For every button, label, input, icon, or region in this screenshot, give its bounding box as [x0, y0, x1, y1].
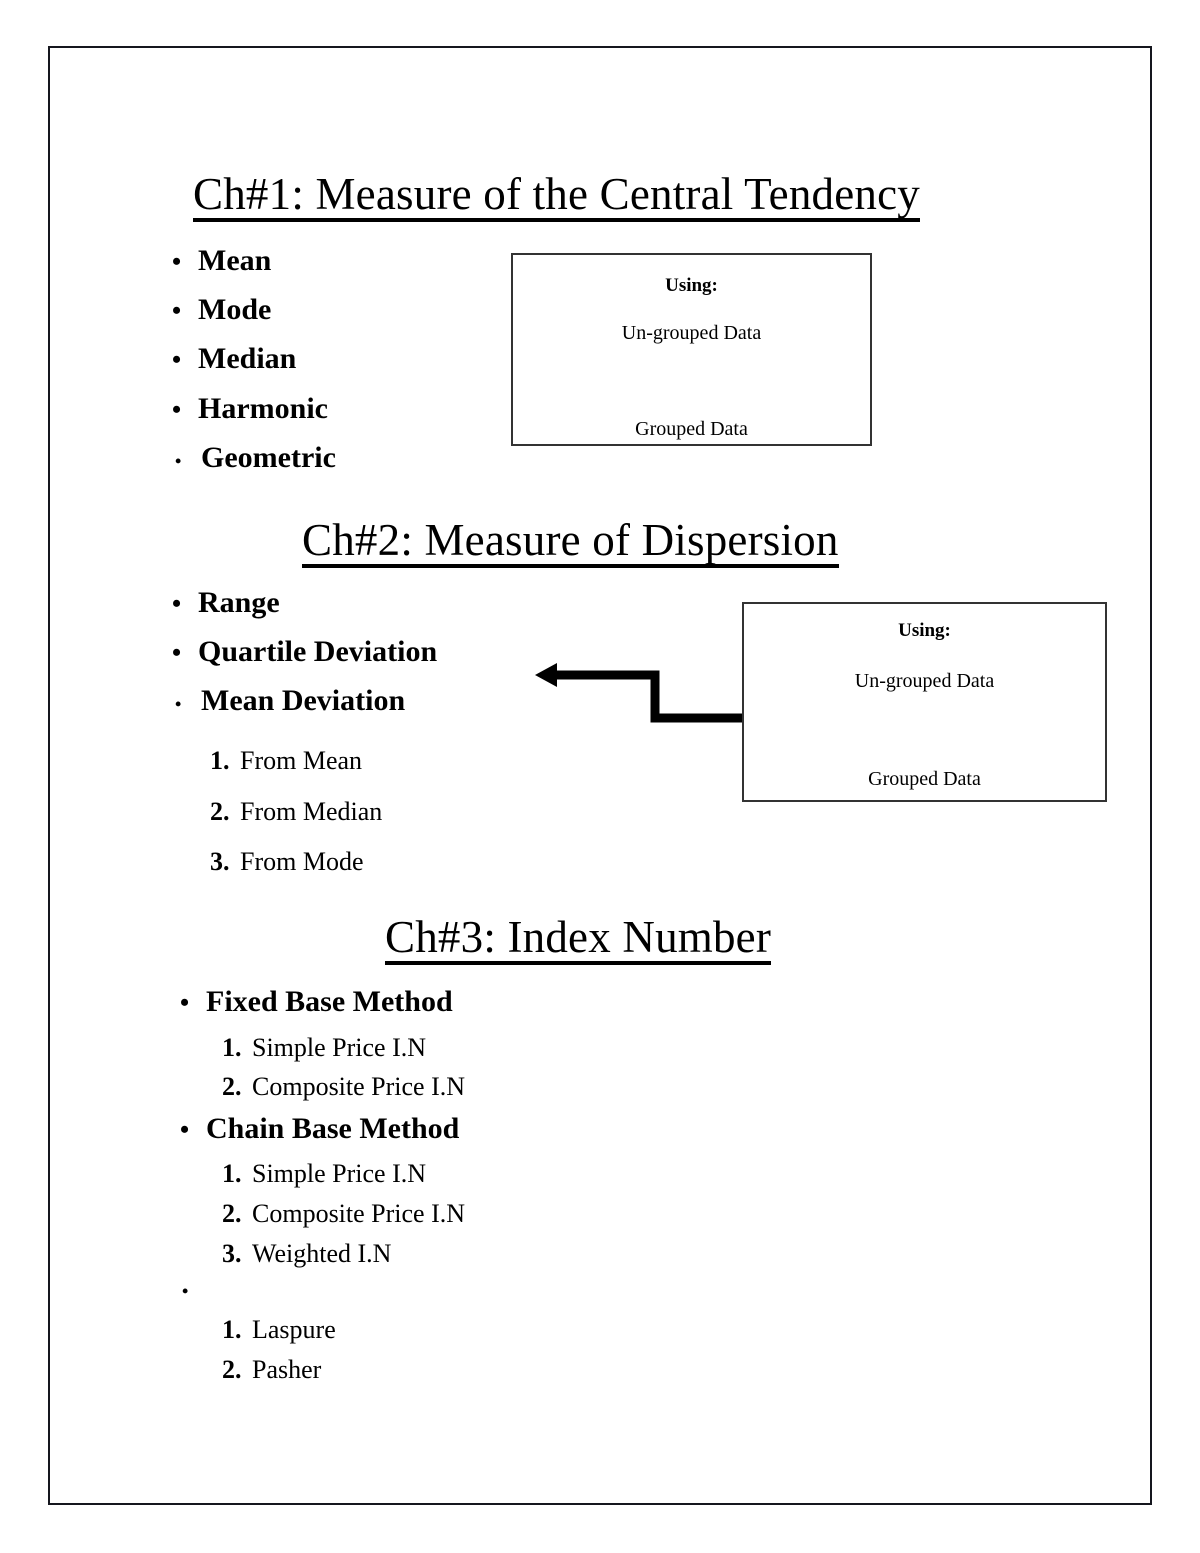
using-box-grouped-data: Grouped Data [868, 768, 981, 790]
bullet-glyph: • [172, 395, 182, 424]
bullet-item-fixed-base-method: • Fixed Base Method [180, 987, 453, 1017]
list-number: 1. [222, 1315, 242, 1344]
using-box-ungrouped-data: Un-grouped Data [621, 322, 762, 344]
numbered-item-simple-price-in: 1. Simple Price I.N [222, 1035, 426, 1061]
using-box-dispersion: Using: Un-grouped Data Grouped Data [742, 602, 1107, 802]
using-box-central-tendency: Using: Un-grouped Data Grouped Data [511, 253, 872, 446]
numbered-item-from-mean: 1. From Mean [210, 748, 362, 774]
list-text: From Mode [240, 847, 364, 876]
list-number: 2. [222, 1355, 242, 1384]
list-number: 1. [210, 746, 230, 775]
list-number: 3. [210, 847, 230, 876]
bullet-glyph: • [182, 1281, 189, 1301]
bullet-item-median: • Median [172, 344, 296, 374]
bullet-glyph: • [172, 247, 182, 276]
bullet-label: Geometric [201, 441, 336, 474]
chapter-1-heading: Ch#1: Measure of the Central Tendency [193, 172, 920, 222]
bullet-glyph: • [172, 589, 182, 618]
bullet-label: Harmonic [198, 392, 328, 425]
using-box-grouped-data: Grouped Data [635, 418, 748, 440]
list-text: Composite Price I.N [252, 1199, 466, 1228]
bullet-item-harmonic: • Harmonic [172, 394, 328, 424]
list-number: 2. [222, 1199, 242, 1228]
bullet-label: Mean Deviation [201, 684, 406, 717]
using-box-title: Using: [898, 620, 951, 641]
numbered-item-simple-price-in: 1. Simple Price I.N [222, 1161, 426, 1187]
using-box-title: Using: [665, 275, 718, 296]
numbered-item-composite-price-in: 2. Composite Price I.N [222, 1201, 465, 1227]
bullet-label: Chain Base Method [206, 1112, 460, 1145]
chapter-2-heading: Ch#2: Measure of Dispersion [302, 518, 839, 568]
page-border [48, 46, 1152, 1505]
list-text: From Median [240, 797, 383, 826]
list-number: 2. [210, 797, 230, 826]
list-text: From Mean [240, 746, 363, 775]
bullet-item-mean-deviation: • Mean Deviation [175, 686, 405, 716]
bullet-item-range: • Range [172, 588, 280, 618]
numbered-item-from-median: 2. From Median [210, 799, 382, 825]
bullet-item-geometric: • Geometric [175, 443, 336, 473]
list-text: Weighted I.N [252, 1239, 392, 1268]
list-text: Simple Price I.N [252, 1159, 427, 1188]
bullet-item-mode: • Mode [172, 295, 271, 325]
list-text: Composite Price I.N [252, 1072, 466, 1101]
chapter-3-heading: Ch#3: Index Number [385, 915, 772, 965]
bullet-item-empty: • [182, 1282, 208, 1300]
numbered-item-composite-price-in: 2. Composite Price I.N [222, 1074, 465, 1100]
bullet-label: Quartile Deviation [198, 635, 438, 668]
bullet-glyph: • [175, 694, 182, 714]
numbered-item-weighted-in: 3. Weighted I.N [222, 1241, 391, 1267]
elbow-arrow-icon [535, 663, 742, 723]
numbered-item-pasher: 2. Pasher [222, 1357, 321, 1383]
bullet-glyph: • [180, 1115, 190, 1144]
using-box-ungrouped-data: Un-grouped Data [854, 670, 995, 692]
numbered-item-from-mode: 3. From Mode [210, 849, 364, 875]
bullet-item-quartile-deviation: • Quartile Deviation [172, 637, 437, 667]
bullet-label: Range [198, 586, 280, 619]
numbered-item-laspure: 1. Laspure [222, 1317, 336, 1343]
bullet-glyph: • [172, 638, 182, 667]
list-number: 2. [222, 1072, 242, 1101]
bullet-glyph: • [175, 451, 182, 471]
list-text: Simple Price I.N [252, 1033, 427, 1062]
list-text: Laspure [252, 1315, 336, 1344]
bullet-glyph: • [172, 296, 182, 325]
list-number: 1. [222, 1033, 242, 1062]
bullet-item-chain-base-method: • Chain Base Method [180, 1114, 459, 1144]
bullet-label: Fixed Base Method [206, 985, 453, 1018]
bullet-item-mean: • Mean [172, 246, 271, 276]
bullet-label: Median [198, 342, 297, 375]
bullet-glyph: • [172, 345, 182, 374]
bullet-label: Mode [198, 293, 272, 326]
list-number: 1. [222, 1159, 242, 1188]
bullet-label: Mean [198, 244, 272, 277]
bullet-glyph: • [180, 988, 190, 1017]
list-number: 3. [222, 1239, 242, 1268]
list-text: Pasher [252, 1355, 322, 1384]
